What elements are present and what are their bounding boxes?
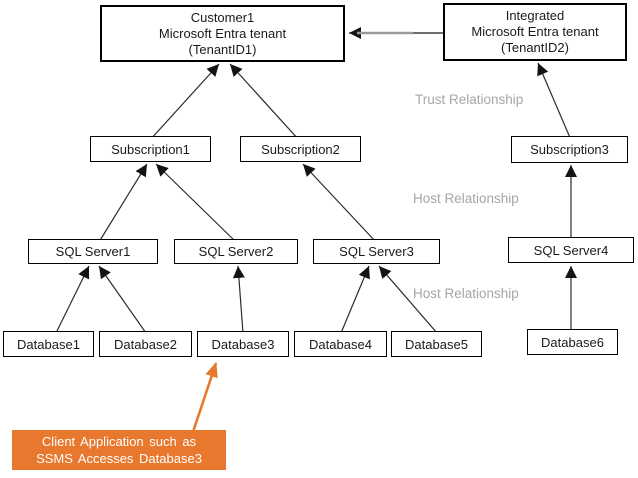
subscription2-node: Subscription2 — [240, 136, 361, 162]
integrated-tenant-name: Integrated — [505, 8, 565, 23]
host-relationship-label-lower: Host Relationship — [413, 286, 519, 301]
arrow-client-application-to-database3 — [191, 361, 218, 433]
database3-node: Database3 — [197, 331, 289, 357]
arrow-subscription3-to-integrated-tenant — [537, 62, 572, 141]
sql-server1-node: SQL Server1 — [28, 239, 158, 264]
arrow-database3-to-sqlserver2 — [232, 265, 245, 334]
integrated-tenant-id: (TenantID2) — [501, 40, 569, 55]
subscription3-node: Subscription3 — [511, 136, 628, 163]
arrow-database5-to-sqlserver3 — [378, 265, 438, 334]
database4-node: Database4 — [294, 331, 387, 357]
arrow-subscription1-to-customer-tenant — [149, 63, 220, 141]
subscription1-node: Subscription1 — [90, 136, 211, 162]
arrow-sqlserver3-to-subscription2 — [302, 163, 377, 243]
database6-node: Database6 — [527, 329, 618, 355]
sql-server3-node: SQL Server3 — [313, 239, 440, 264]
sql-server4-node: SQL Server4 — [508, 237, 634, 263]
database1-node: Database1 — [3, 331, 94, 357]
database2-node: Database2 — [99, 331, 192, 357]
customer-tenant-type: Microsoft Entra tenant — [158, 25, 287, 41]
client-application-callout: Client Application such as SSMS Accesses… — [12, 430, 226, 470]
trust-relationship-label: Trust Relationship — [415, 92, 524, 107]
arrow-database4-to-sqlserver3 — [340, 265, 370, 334]
arrow-subscription2-to-customer-tenant — [229, 63, 300, 141]
database5-node: Database5 — [391, 331, 482, 357]
arrow-sqlserver1-to-subscription1 — [98, 163, 148, 243]
customer-tenant-name: Customer1 — [190, 9, 255, 25]
host-relationship-label-upper: Host Relationship — [413, 191, 519, 206]
arrow-database1-to-sqlserver1 — [55, 265, 90, 334]
integrated-tenant-node: Integrated Microsoft Entra tenant (Tenan… — [443, 3, 627, 61]
sql-server2-node: SQL Server2 — [174, 239, 298, 264]
callout-line1: Client Application such as — [41, 434, 197, 449]
arrow-database2-to-sqlserver1 — [98, 265, 147, 334]
integrated-tenant-type: Microsoft Entra tenant — [471, 24, 599, 39]
customer-tenant-id: (TenantID1) — [188, 41, 257, 57]
arrow-sqlserver2-to-subscription1 — [155, 163, 237, 243]
customer-tenant-node: Customer1 Microsoft Entra tenant (Tenant… — [100, 5, 345, 62]
callout-line2: SSMS Accesses Database3 — [36, 451, 202, 466]
